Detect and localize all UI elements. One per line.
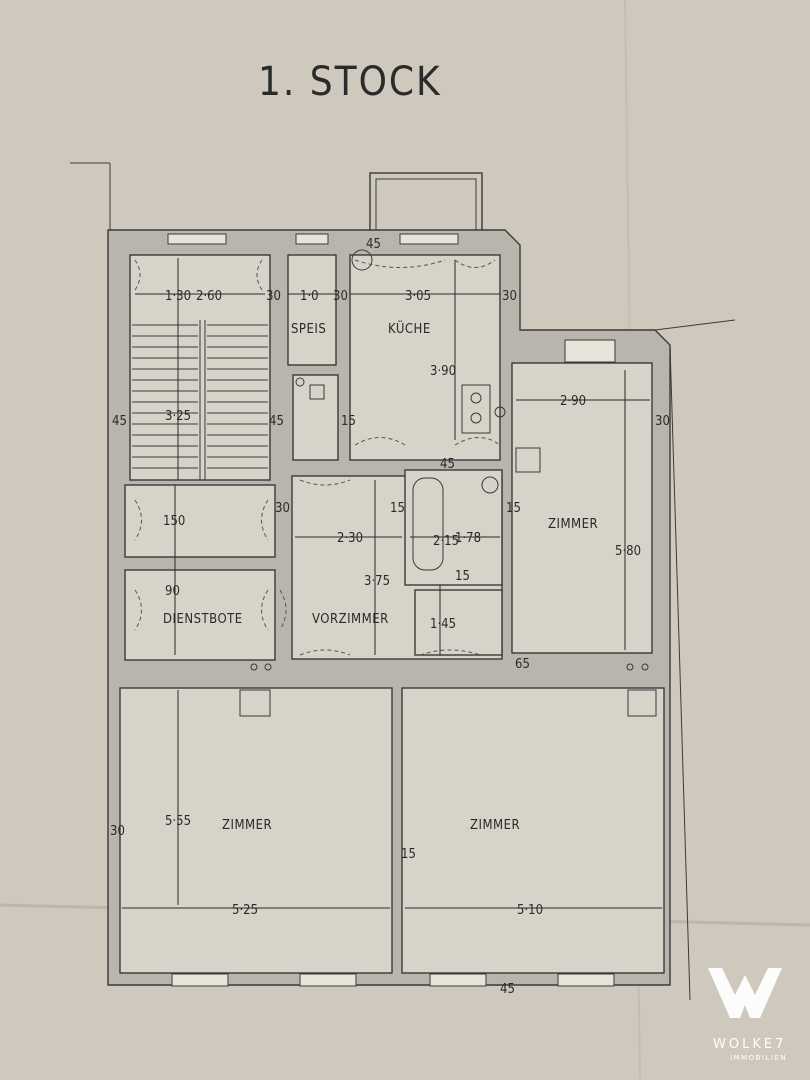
dim-label: 45 bbox=[440, 457, 455, 472]
windows bbox=[167, 233, 616, 987]
zimmer-left-room bbox=[119, 687, 393, 974]
kitchen-room bbox=[349, 254, 501, 461]
dienstbote-room bbox=[124, 569, 276, 661]
dim-label: 2·15 bbox=[433, 534, 459, 549]
dim-label: 5·55 bbox=[165, 814, 191, 829]
plan-title: 1. STOCK bbox=[258, 59, 442, 105]
dim-label: 45 bbox=[112, 414, 127, 429]
label-vorzimmer: VORZIMMER bbox=[312, 612, 389, 627]
dim-label: 1·0 bbox=[300, 289, 319, 304]
fixtures bbox=[239, 377, 657, 717]
label-zimmer-center: ZIMMER bbox=[470, 818, 520, 833]
label-speis: SPEIS bbox=[291, 322, 326, 337]
bathroom bbox=[404, 469, 503, 586]
dim-label: 30 bbox=[333, 289, 348, 304]
dim-label: 45 bbox=[500, 982, 515, 997]
dim-label: 1·45 bbox=[430, 617, 456, 632]
dim-label: 30 bbox=[275, 501, 290, 516]
label-zimmer-left: ZIMMER bbox=[222, 818, 272, 833]
wolke7-logo: WOLKE7 IMMOBILIEN bbox=[708, 968, 787, 1062]
dim-label: 1·30 bbox=[165, 289, 191, 304]
dim-label: 3·05 bbox=[405, 289, 431, 304]
dim-label: 2·60 bbox=[196, 289, 222, 304]
label-zimmer-right: ZIMMER bbox=[548, 517, 598, 532]
dim-label: 5·25 bbox=[232, 903, 258, 918]
dim-label: 3·75 bbox=[364, 574, 390, 589]
dim-label: 15 bbox=[455, 569, 470, 584]
room-labels: SPEIS KÜCHE ZIMMER DIENSTBOTE VORZIMMER … bbox=[163, 320, 598, 833]
logo-name: WOLKE7 bbox=[713, 1037, 786, 1052]
staircase bbox=[132, 320, 268, 480]
dim-label: 150 bbox=[163, 514, 185, 529]
dim-label: 45 bbox=[269, 414, 284, 429]
logo-sub: IMMOBILIEN bbox=[730, 1054, 787, 1062]
dim-label: 30 bbox=[655, 414, 670, 429]
dim-label: 90 bbox=[165, 584, 180, 599]
dim-label: 15 bbox=[506, 501, 521, 516]
dim-label: 30 bbox=[110, 824, 125, 839]
dim-label: 30 bbox=[502, 289, 517, 304]
dim-label: 3·90 bbox=[430, 364, 456, 379]
speis-room bbox=[287, 254, 337, 366]
dimension-labels: 1·30 2·60 30 1·0 30 3·05 30 45 3·90 3·25… bbox=[110, 237, 670, 997]
dimension-lines bbox=[122, 258, 662, 909]
door-swings bbox=[134, 249, 501, 656]
dim-label: 15 bbox=[390, 501, 405, 516]
dim-label: 65 bbox=[515, 657, 530, 672]
zimmer-center-room bbox=[401, 687, 665, 974]
balcony bbox=[369, 172, 483, 232]
dim-label: 1·78 bbox=[455, 531, 481, 546]
dim-label: 3·25 bbox=[165, 409, 191, 424]
label-dienstbote: DIENSTBOTE bbox=[163, 612, 243, 627]
dim-label: 45 bbox=[366, 237, 381, 252]
dim-label: 30 bbox=[266, 289, 281, 304]
dim-label: 15 bbox=[341, 414, 356, 429]
dim-label: 5·80 bbox=[615, 544, 641, 559]
dim-label: 2·30 bbox=[337, 531, 363, 546]
zimmer-right-room bbox=[511, 362, 653, 654]
dim-label: 2·90 bbox=[560, 394, 586, 409]
dim-label: 15 bbox=[401, 847, 416, 862]
dim-label: 5·10 bbox=[517, 903, 543, 918]
label-kueche: KÜCHE bbox=[388, 320, 431, 337]
